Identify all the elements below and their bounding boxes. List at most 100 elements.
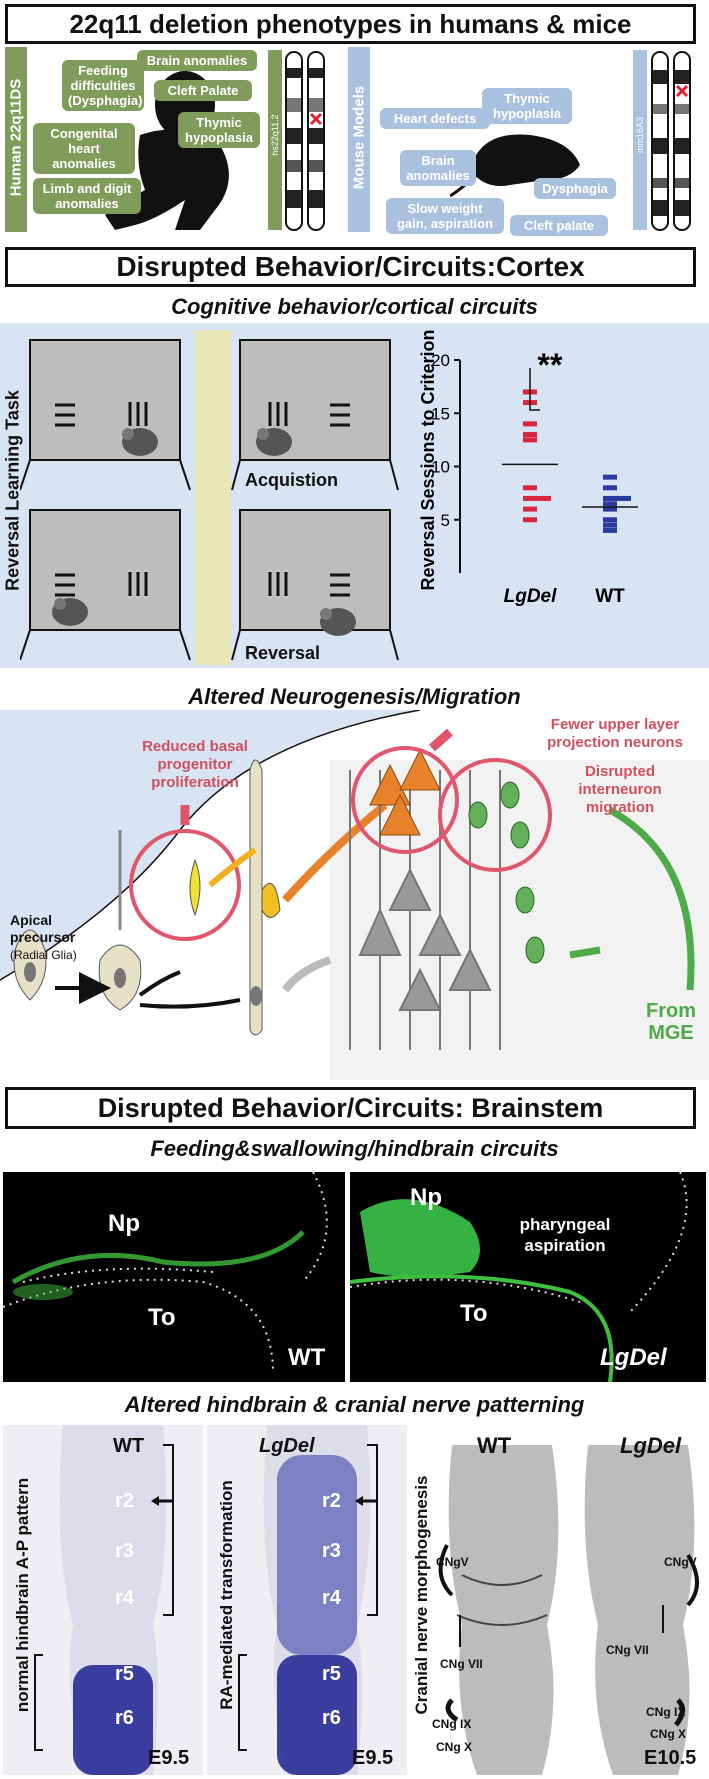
human-label-heart: Congenital heart anomalies	[33, 123, 135, 174]
human-label-brain: Brain anomalies	[137, 50, 257, 71]
cn-wt-ix: CNg IX	[432, 1717, 472, 1731]
y-tick-label: 10	[431, 458, 450, 477]
section3-title: Disrupted Behavior/Circuits: Brainstem	[5, 1087, 696, 1129]
human-label-feeding: Feeding difficulties (Dysphagia)	[62, 60, 144, 111]
lgdel-tag: LgDel	[600, 1344, 667, 1371]
cn-wt-tag: WT	[477, 1433, 512, 1458]
cn-lgdel-vii: CNg VII	[606, 1643, 649, 1657]
x-label: LgDel	[504, 586, 558, 607]
mouse-label-brain: Brain anomalies	[400, 150, 476, 186]
section2-title: Disrupted Behavior/Circuits:Cortex	[5, 247, 696, 287]
hb-lgdel-r5: r5	[322, 1663, 341, 1685]
chamber-3	[20, 509, 191, 661]
data-point	[523, 485, 537, 491]
fluor-panel-lgdel: Np pharyngeal aspiration To LgDel	[350, 1172, 706, 1382]
hb-wt-brackets	[34, 1444, 174, 1751]
migration-arrow-gray	[281, 956, 332, 993]
data-point	[603, 522, 617, 528]
mouse-sidebar: Mouse Models	[348, 47, 370, 232]
apical-main: Apical precursor	[10, 912, 76, 945]
np-label-wt: Np	[108, 1210, 140, 1237]
cn-lgdel-v: CNgV	[664, 1555, 697, 1569]
data-point	[603, 495, 617, 501]
hindbrain-lgdel-image	[263, 1425, 371, 1775]
to-label-wt: To	[148, 1304, 176, 1331]
mouse-label-dysphagia: Dysphagia	[534, 178, 616, 199]
data-point	[537, 495, 551, 501]
chart-ylabel: Reversal Sessions to Criterion	[418, 330, 438, 591]
data-point	[523, 517, 537, 523]
data-point	[603, 506, 617, 512]
hb-wt-tag: WT	[113, 1435, 145, 1457]
hindbrain-wt-image	[59, 1425, 167, 1775]
basal-progenitor-circle	[129, 829, 241, 941]
data-point	[603, 485, 617, 491]
human-label-limb: Limb and digit anomalies	[33, 178, 141, 214]
human-label-thymic: Thymic hypoplasia	[178, 112, 260, 148]
acquisition-label: Acquistion	[245, 470, 338, 490]
mean-lines	[502, 463, 638, 508]
cn-lgdel-tag: LgDel	[620, 1433, 682, 1458]
hb-lgdel-r3: r3	[322, 1540, 341, 1562]
from-mge-label: From MGE	[646, 1000, 696, 1044]
hb-lgdel-brackets	[238, 1444, 378, 1751]
migration-arrow-orange	[282, 801, 388, 903]
hb-wt-r3: r3	[115, 1540, 134, 1562]
apical-label: Apical precursor (Radial Glia)	[10, 912, 110, 964]
mouse-label-heart: Heart defects	[380, 108, 490, 129]
data-point	[603, 517, 617, 523]
hindbrain-subtitle: Altered hindbrain & cranial nerve patter…	[124, 1392, 585, 1417]
neurogenesis-subtitle: Altered Neurogenesis/Migration	[188, 684, 521, 709]
fluor-panel-wt: Np To WT	[3, 1172, 345, 1382]
mouse-chromosome-label: mm16A3	[635, 117, 645, 154]
data-point	[523, 421, 537, 427]
section1-title: 22q11 deletion phenotypes in humans & mi…	[5, 4, 696, 44]
data-point	[603, 474, 617, 480]
fluor-wt-image	[3, 1172, 328, 1373]
human-chromosome-icon	[285, 51, 325, 231]
upper-layer-neurons	[369, 748, 441, 836]
human-chromosome-tag: hs22q11.2	[268, 50, 282, 230]
fluor-lgdel-image	[350, 1172, 688, 1382]
hb-wt-r5: r5	[115, 1663, 134, 1685]
cn-wt-v: CNgV	[436, 1555, 469, 1569]
data-point	[603, 527, 617, 533]
cn-lgdel-ix: CNg IX	[646, 1705, 686, 1719]
data-point	[523, 506, 537, 512]
mouse-label-thymic: Thymic hypoplasia	[482, 88, 572, 124]
upper-layer-circle	[351, 746, 459, 854]
cn-lgdel-panel: LgDel CNgV CNg VII CNg IX CNg X E10.5	[578, 1425, 706, 1775]
apical-sub: (Radial Glia)	[10, 948, 77, 962]
chamber-2	[231, 339, 399, 491]
mouse-label-weight: Slow weight gain, aspiration	[386, 198, 504, 234]
reduced-proliferation-label: Reduced basal progenitor proliferation	[142, 738, 248, 791]
chamber-1	[20, 339, 191, 491]
basal-progenitor-cell	[189, 858, 201, 917]
data-point	[523, 495, 537, 501]
cn-wt-panel: WT CNgV CNg VII CNg IX CNg X	[432, 1425, 572, 1775]
disrupted-migration-label: Disrupted interneuron migration	[578, 763, 662, 816]
hb-wt-r6: r6	[115, 1707, 134, 1729]
fewer-neurons-label: Fewer upper layer projection neurons	[547, 716, 683, 751]
cn-side-label: Cranial nerve morphogenesis	[412, 1475, 431, 1715]
data-point	[603, 501, 617, 507]
hindbrain-lgdel-panel: RA-mediated transformation LgDel r2 r3 r…	[207, 1425, 407, 1775]
data-point	[523, 432, 537, 438]
human-chromosome-label: hs22q11.2	[270, 114, 280, 156]
cn-lgdel-x: CNg X	[650, 1727, 686, 1741]
hb-lgdel-r2: r2	[322, 1490, 341, 1512]
significance-bracket	[529, 368, 540, 411]
reversal-label: Reversal	[245, 643, 321, 663]
x-label: WT	[595, 586, 625, 607]
chamber-4	[231, 509, 399, 661]
y-tick-label: 5	[441, 511, 450, 530]
human-sidebar: Human 22q11DS	[5, 47, 27, 232]
cn-side-wrap: Cranial nerve morphogenesis	[412, 1425, 431, 1775]
cn-wt-x: CNg X	[436, 1740, 472, 1754]
x-labels: LgDel WT	[504, 586, 626, 607]
hb-lgdel-stage: E9.5	[352, 1747, 394, 1769]
reversal-chambers	[20, 330, 399, 665]
mouse-chromosome-icon	[651, 51, 691, 231]
y-tick-label: 20	[431, 351, 450, 370]
human-label-cleft: Cleft Palate	[154, 80, 252, 101]
